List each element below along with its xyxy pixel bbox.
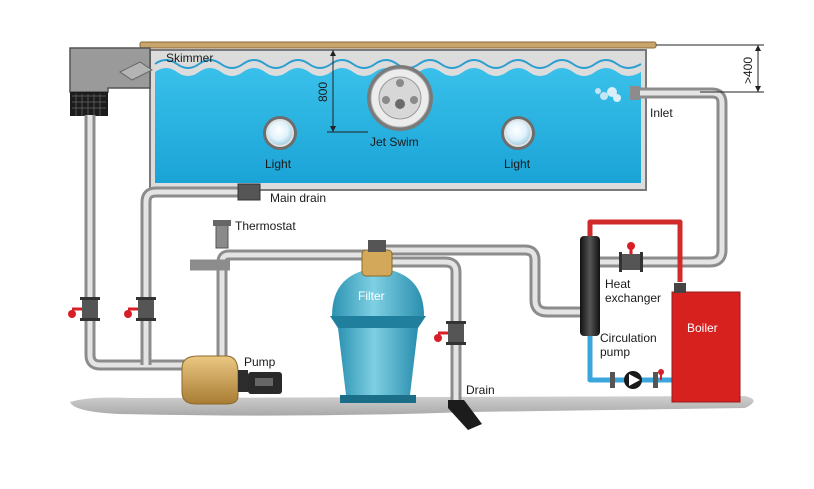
jet-swim-icon bbox=[367, 65, 433, 131]
label-jet-swim: Jet Swim bbox=[370, 135, 419, 149]
main-drain bbox=[237, 183, 261, 201]
pipe-network bbox=[84, 87, 728, 400]
label-pump: Pump bbox=[244, 355, 276, 369]
skimmer bbox=[69, 47, 153, 116]
height-dimension bbox=[656, 44, 764, 93]
label-thermostat: Thermostat bbox=[235, 219, 296, 233]
label-light-left: Light bbox=[265, 157, 292, 171]
pool-edge bbox=[139, 41, 657, 49]
label-height: >400 bbox=[741, 57, 755, 84]
label-depth: 800 bbox=[316, 82, 330, 102]
circulation-pump-icon bbox=[610, 369, 664, 389]
thermostat-icon bbox=[213, 220, 231, 249]
multiport-valve-icon bbox=[361, 240, 393, 277]
hot-water-line bbox=[587, 219, 683, 282]
label-boiler: Boiler bbox=[687, 321, 718, 335]
drain-outlet bbox=[448, 400, 482, 430]
label-drain: Drain bbox=[466, 383, 495, 397]
label-inlet: Inlet bbox=[650, 106, 673, 120]
depth-dimension bbox=[327, 50, 368, 133]
pump bbox=[181, 355, 282, 405]
label-heat-exchanger-1: Heat bbox=[605, 277, 631, 291]
valve-return bbox=[619, 242, 643, 272]
light-right bbox=[501, 116, 535, 150]
valve-left-1 bbox=[68, 297, 100, 321]
light-left bbox=[263, 116, 297, 150]
label-light-right: Light bbox=[504, 157, 531, 171]
filter bbox=[330, 240, 426, 403]
boiler bbox=[671, 283, 741, 403]
inlet-jet-icon bbox=[595, 86, 640, 102]
label-main-drain: Main drain bbox=[270, 191, 326, 205]
label-skimmer: Skimmer bbox=[166, 51, 213, 65]
valve-drain bbox=[434, 321, 466, 345]
label-circulation-pump-2: pump bbox=[600, 345, 630, 359]
ground bbox=[70, 396, 754, 416]
pump-motor-icon bbox=[248, 372, 282, 394]
label-heat-exchanger-2: exchanger bbox=[605, 291, 661, 305]
cold-water-line bbox=[587, 336, 680, 383]
label-filter: Filter bbox=[358, 289, 385, 303]
label-circulation-pump-1: Circulation bbox=[600, 331, 657, 345]
valve-left-2 bbox=[124, 297, 156, 321]
heat-exchanger bbox=[580, 236, 600, 336]
